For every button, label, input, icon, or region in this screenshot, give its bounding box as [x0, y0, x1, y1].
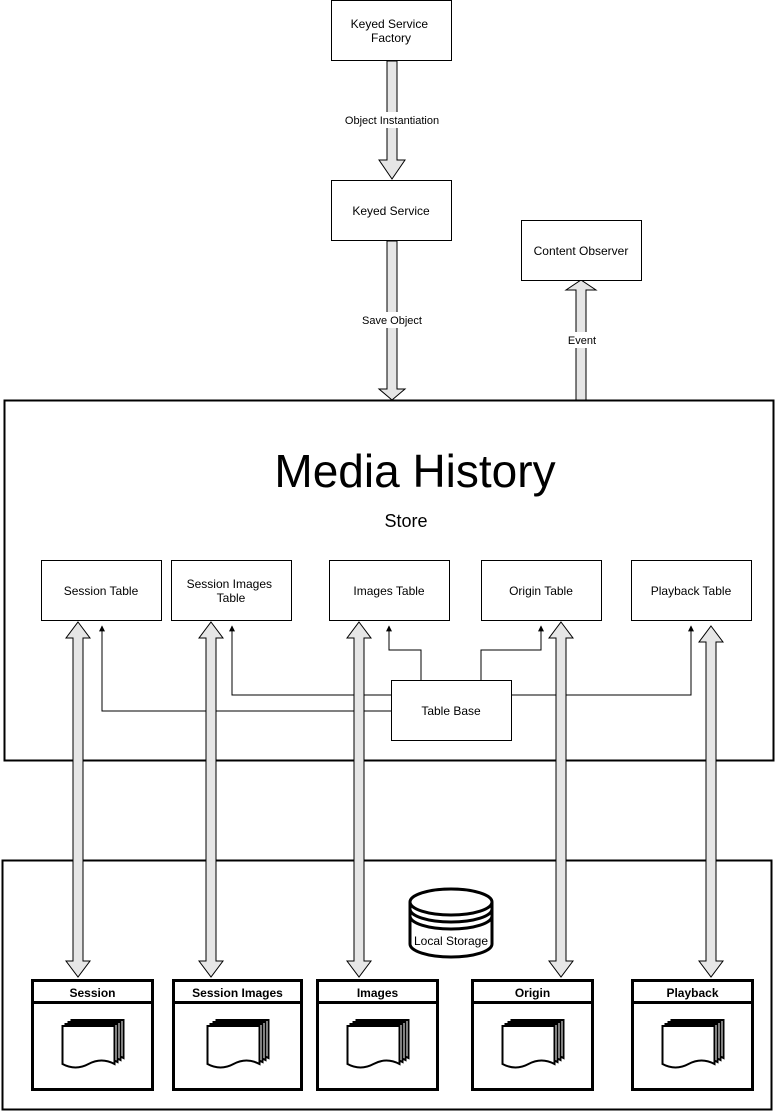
event-label-group: Event — [564, 332, 600, 348]
session-images-header-label: Session Images — [192, 986, 283, 1000]
origin-table-label: Origin Table — [509, 584, 573, 598]
playback-sync-arrow — [698, 625, 724, 978]
images-header-label: Images — [357, 986, 399, 1000]
store-subtitle: Store — [384, 511, 427, 531]
save-label-group: Save Object — [358, 312, 426, 328]
session-table-box — [41, 560, 162, 621]
store-tables: Session Table Session Images Table Image… — [41, 560, 752, 621]
keyed-service-factory-label: Keyed Service Factory — [351, 17, 432, 45]
session-storage-table: Session — [31, 979, 154, 1091]
keyed-service-label: Keyed Service — [352, 204, 430, 218]
origin-table-box — [481, 560, 602, 621]
keyed-service-factory-box — [331, 0, 452, 61]
storage-tables: Session Session Images Images Origin Playbac… — [31, 979, 754, 1091]
origin-sync-arrow — [548, 621, 574, 978]
images-sync-arrow — [346, 621, 372, 978]
content-observer-box — [521, 220, 642, 281]
local-storage-cylinder: Local Storage — [408, 887, 494, 959]
local-storage-label: Local Storage — [414, 934, 488, 948]
table-base-connectors — [99, 625, 694, 712]
origin-storage-table: Origin — [471, 979, 594, 1091]
session-images-table-box — [171, 560, 292, 621]
table-base-label: Table Base — [421, 704, 481, 718]
document-stack-icon — [61, 1019, 125, 1069]
playback-header-label: Playback — [666, 986, 718, 1000]
images-storage-table: Images — [316, 979, 439, 1091]
origin-header-label: Origin — [515, 986, 550, 1000]
event-label: Event — [568, 335, 596, 347]
session-images-sync-arrow — [198, 621, 224, 978]
bidirectional-arrows — [65, 621, 724, 978]
playback-storage-table: Playback — [631, 979, 754, 1091]
document-stack-icon — [661, 1019, 725, 1069]
table-base-box — [391, 680, 512, 741]
images-table-box — [329, 560, 450, 621]
store-title: Media History — [274, 445, 555, 497]
document-stack-icon — [501, 1019, 565, 1069]
images-table-label: Images Table — [353, 584, 424, 598]
session-sync-arrow — [65, 621, 91, 978]
playback-table-label: Playback Table — [651, 584, 732, 598]
session-images-table-label: Session Images Table — [187, 577, 276, 605]
playback-table-box — [631, 560, 752, 621]
session-header-label: Session — [69, 986, 115, 1000]
keyed-service-box — [331, 180, 452, 241]
session-images-storage-table: Session Images — [172, 979, 303, 1091]
instantiation-label: Object Instantiation — [345, 115, 439, 127]
session-table-label: Session Table — [64, 584, 139, 598]
save-object-label: Save Object — [362, 315, 422, 327]
document-stack-icon — [206, 1019, 270, 1069]
origin-storage-box — [471, 979, 594, 1091]
document-stack-icon — [346, 1019, 410, 1069]
instantiation-label-group: Object Instantiation — [343, 112, 441, 128]
content-observer-label: Content Observer — [534, 244, 629, 258]
